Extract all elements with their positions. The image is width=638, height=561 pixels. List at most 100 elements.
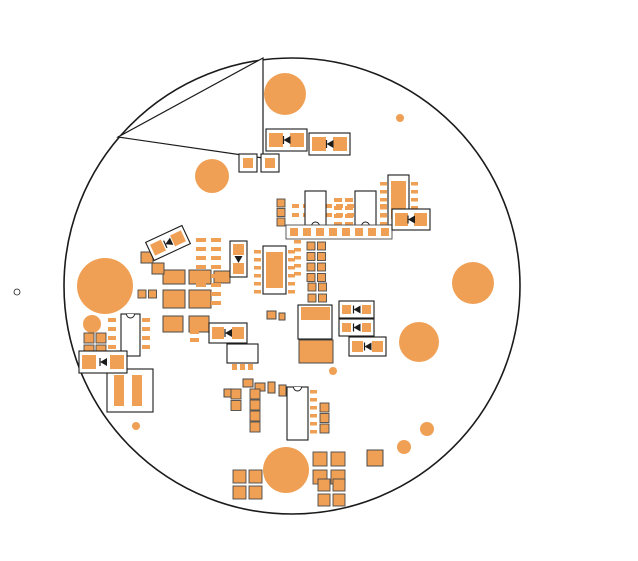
pin-dash bbox=[108, 336, 116, 340]
pin-dash bbox=[196, 247, 206, 251]
hole-pad bbox=[264, 73, 306, 115]
diode-D9 bbox=[338, 318, 375, 337]
padbox1 bbox=[238, 153, 258, 173]
hole-pad bbox=[452, 262, 494, 304]
U2-ic bbox=[286, 386, 309, 441]
pin-dash bbox=[347, 213, 354, 217]
strip-pad bbox=[368, 228, 376, 236]
pin-dash bbox=[334, 198, 342, 202]
diode-D13 bbox=[308, 132, 351, 156]
pin-dash bbox=[380, 213, 387, 217]
padbox2 bbox=[260, 153, 280, 173]
pin-dash bbox=[190, 322, 199, 326]
pin-dash bbox=[288, 282, 295, 286]
pin-dash bbox=[108, 345, 116, 349]
pin-dash bbox=[380, 198, 387, 202]
diode-D22 bbox=[348, 336, 387, 357]
pin-dash bbox=[196, 256, 206, 260]
pin-dash bbox=[345, 222, 353, 226]
diode-D3 bbox=[229, 240, 248, 278]
strip-pad bbox=[316, 228, 324, 236]
strip-pad bbox=[355, 228, 363, 236]
pin-dash bbox=[211, 301, 221, 305]
pin-dash bbox=[411, 190, 418, 194]
pin-dash bbox=[211, 256, 221, 260]
U1-ic bbox=[226, 343, 259, 364]
strip-pad bbox=[381, 228, 389, 236]
diode-D4 bbox=[78, 350, 128, 374]
hole-pad bbox=[329, 367, 337, 375]
pin-dash bbox=[254, 290, 261, 294]
pin-dash bbox=[211, 238, 221, 242]
pin-dash bbox=[254, 250, 261, 254]
pin-dash bbox=[142, 327, 150, 331]
pin-dash bbox=[411, 198, 418, 202]
R21-R20-pads bbox=[83, 332, 107, 356]
pin-dash bbox=[380, 204, 387, 208]
L3-ind bbox=[106, 368, 154, 413]
smd-pad bbox=[162, 269, 186, 285]
R29-R32-pads bbox=[306, 241, 326, 282]
pin-dash bbox=[411, 206, 418, 210]
pin-dash bbox=[310, 406, 317, 410]
R16-pads bbox=[317, 478, 346, 507]
hole-pad bbox=[263, 447, 309, 493]
pin-dash bbox=[336, 204, 343, 208]
smd-pad bbox=[278, 384, 287, 397]
pin-dash bbox=[325, 213, 332, 217]
hole-pad bbox=[83, 315, 101, 333]
R7-R4-pads bbox=[319, 402, 330, 434]
smd-pad bbox=[151, 262, 165, 275]
pin-dash bbox=[196, 292, 206, 296]
strip-pad bbox=[329, 228, 337, 236]
strip-pad bbox=[303, 228, 311, 236]
pin-dash bbox=[254, 266, 261, 270]
pin-dash bbox=[294, 272, 301, 276]
pin-dash bbox=[142, 345, 150, 349]
pin-dash bbox=[294, 240, 301, 244]
smd-pad bbox=[162, 315, 184, 333]
pin-dash bbox=[294, 248, 301, 252]
smd-pad bbox=[366, 449, 384, 467]
pin-dash bbox=[336, 213, 343, 217]
U7-strip bbox=[285, 224, 393, 240]
smd-pad bbox=[267, 381, 276, 394]
pin-dash bbox=[345, 198, 353, 202]
pin-dash bbox=[196, 238, 206, 242]
diode-D6 bbox=[208, 322, 248, 344]
diode-D2 bbox=[391, 208, 431, 231]
pin-dash bbox=[334, 222, 342, 226]
pin-dash bbox=[240, 364, 245, 370]
XT1 bbox=[304, 190, 327, 227]
R14-pads bbox=[276, 198, 286, 227]
pin-dash bbox=[294, 256, 301, 260]
pin-dash bbox=[211, 265, 221, 269]
smd-pad bbox=[278, 312, 286, 321]
smd-capacitors bbox=[140, 251, 384, 467]
R5-R6-pads bbox=[249, 388, 261, 433]
diode-D4b bbox=[144, 224, 192, 262]
pin-dash bbox=[380, 190, 387, 194]
smd-pad bbox=[162, 289, 186, 309]
pin-dash bbox=[294, 264, 301, 268]
Q-block bbox=[297, 304, 333, 340]
diodes bbox=[78, 128, 431, 374]
hole-pad bbox=[397, 440, 411, 454]
C12-pads bbox=[307, 282, 327, 292]
pin-dash bbox=[211, 292, 221, 296]
pin-dash bbox=[248, 364, 253, 370]
pin-dash bbox=[288, 274, 295, 278]
U8-ic bbox=[120, 313, 141, 357]
pin-dash bbox=[190, 330, 199, 334]
pin-dash bbox=[411, 182, 418, 186]
smd-pad bbox=[242, 378, 254, 388]
ic-blocks bbox=[106, 153, 410, 441]
diode-D11 bbox=[265, 128, 308, 152]
pin-dash bbox=[288, 258, 295, 262]
strip-pad bbox=[342, 228, 350, 236]
pad-grids bbox=[83, 198, 346, 507]
hole-pad bbox=[132, 422, 140, 430]
pin-dash bbox=[310, 422, 317, 426]
hole-pad bbox=[399, 322, 439, 362]
